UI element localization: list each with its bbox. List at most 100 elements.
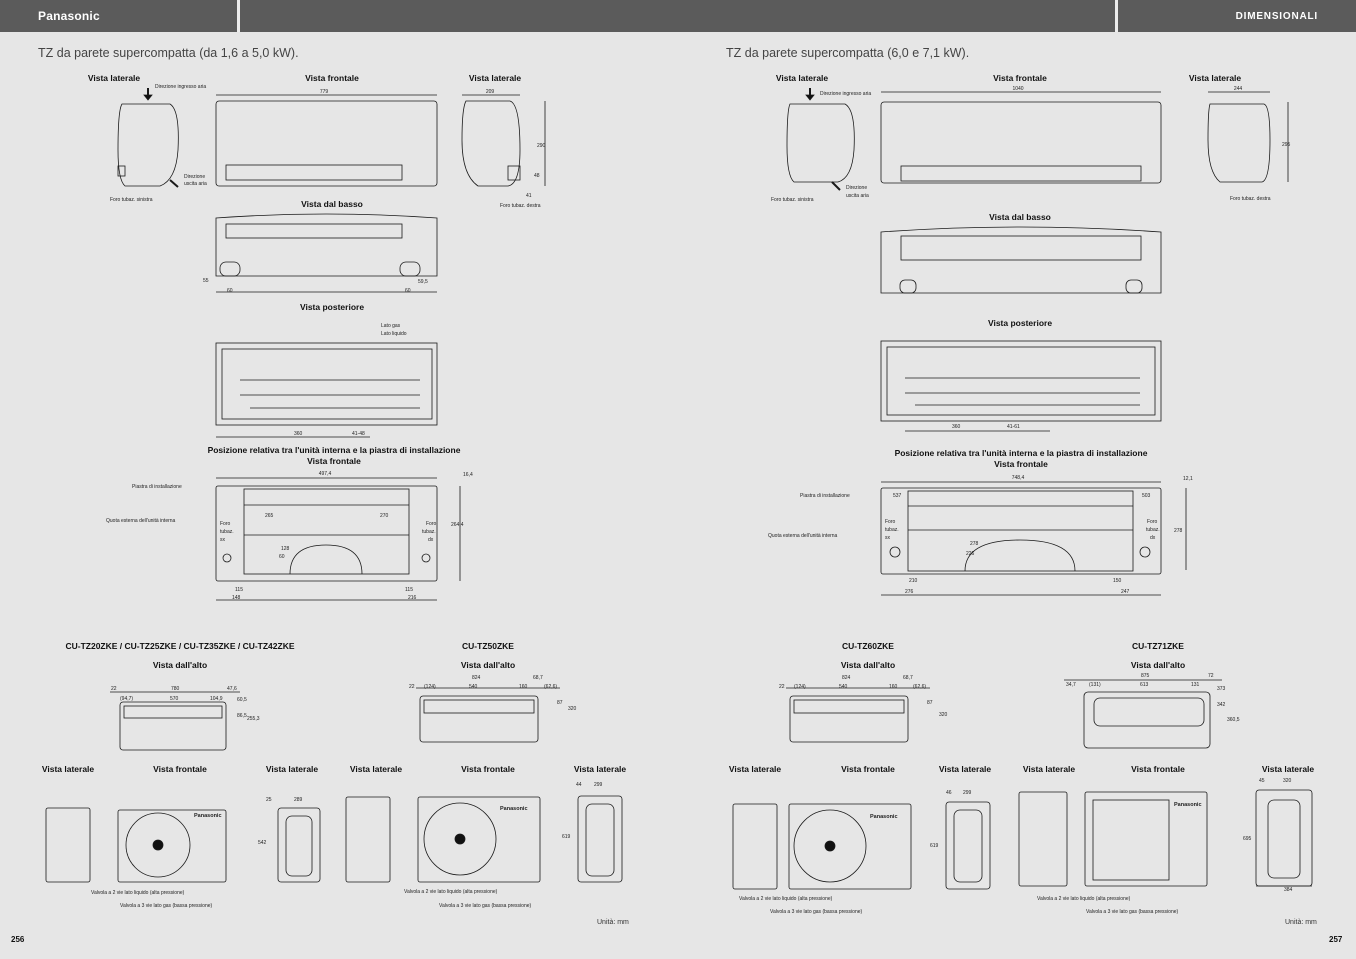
air-in-note: Direzione ingresso aria (820, 91, 872, 97)
dimension: 244 (1233, 86, 1243, 92)
dimension: 41 (526, 193, 532, 199)
valve-note: Valvola a 2 vie lato liquido (alta press… (91, 890, 185, 896)
outdoor-top-view (110, 691, 240, 751)
dimension: (62,6) (544, 684, 558, 690)
dimension: 68,7 (533, 675, 543, 681)
dimension: 87 (927, 700, 933, 706)
gas-note: Lato gas (381, 323, 401, 329)
outdoor-top-view (786, 687, 930, 743)
model-label: CU-TZ71ZKE (1132, 641, 1184, 651)
air-out-note: uscita aria (184, 181, 207, 187)
view-label: Vista dall'alto (1130, 660, 1186, 670)
hole-note: tubaz. (422, 529, 436, 535)
dimension: 131 (1191, 682, 1200, 688)
installation-plate (215, 477, 461, 601)
dimension: 619 (930, 843, 939, 849)
dimension: 115 (405, 587, 413, 593)
view-label: Vista laterale (41, 764, 95, 774)
liquid-note: Lato liquido (381, 331, 407, 337)
view-label: Vista posteriore (299, 302, 365, 312)
indoor-front-view (215, 94, 438, 187)
dimension: (124) (794, 684, 806, 690)
indoor-bottom-view (880, 226, 1162, 294)
air-out-note: Direzione (184, 174, 206, 180)
outdoor-views (732, 801, 991, 890)
unit-brand: Panasonic (1174, 802, 1202, 808)
air-out-note: Direzione (846, 185, 868, 191)
dimension: 299 (594, 782, 603, 788)
view-label: Vista laterale (728, 764, 782, 774)
indoor-rear-view (215, 342, 438, 438)
valve-note: Valvola a 3 vie lato gas (bassa pression… (770, 909, 863, 915)
pipe-note: Foro tubaz. sinistra (110, 197, 153, 203)
dimension: 45 (1259, 778, 1265, 784)
dimension: 342 (1217, 702, 1226, 708)
unit-brand: Panasonic (194, 813, 222, 819)
dimension: 86,5 (237, 713, 247, 719)
dimension: 276 (905, 589, 914, 595)
outdoor-views (1018, 789, 1313, 887)
dimension: 72 (1208, 673, 1214, 679)
hole-note: Foro (220, 521, 231, 527)
dimension: 875 (1141, 673, 1150, 679)
dimension: 264,4 (451, 522, 464, 528)
dimension: (124) (424, 684, 436, 690)
dimension: 104,9 (210, 696, 223, 702)
dimension: 60 (405, 288, 411, 294)
view-label: Vista laterale (265, 764, 319, 774)
dimension: 216 (408, 595, 417, 601)
model-label: CU-TZ50ZKE (462, 641, 514, 651)
dimension: 537 (893, 493, 902, 499)
dimension: 360 (952, 424, 961, 430)
dimension: 373 (1217, 686, 1226, 692)
valve-note: Valvola a 3 vie lato gas (bassa pression… (1086, 909, 1179, 915)
outdoor-top-view (1064, 679, 1222, 749)
dimension: 46 (946, 790, 952, 796)
view-label: Posizione relativa tra l'unità interna e… (207, 445, 461, 455)
outdoor-views (45, 807, 321, 883)
dimension: 12,1 (1183, 476, 1193, 482)
dimension: 1040 (1012, 86, 1024, 92)
dimension: 503 (1142, 493, 1151, 499)
view-label: Vista frontale (1131, 764, 1185, 774)
dimension: 128 (281, 546, 290, 552)
hole-note: Foro (885, 519, 896, 525)
installation-plate (880, 481, 1187, 596)
view-label: Vista frontale (153, 764, 207, 774)
dimension: 60 (279, 554, 285, 560)
view-label: Vista laterale (87, 73, 141, 83)
dimension: (94,7) (120, 696, 134, 702)
dimension: 150 (1113, 578, 1122, 584)
valve-note: Valvola a 2 vie lato liquido (alta press… (739, 896, 833, 902)
dimension: 360,5 (1227, 717, 1240, 723)
hole-note: sx (885, 535, 890, 541)
unit-brand: Panasonic (500, 806, 528, 812)
dimension: 278 (970, 541, 979, 547)
hole-note: dx (428, 537, 434, 543)
view-label: Vista frontale (841, 764, 895, 774)
dimension: 44 (576, 782, 582, 788)
dimension: 55 (203, 278, 209, 284)
view-label: Vista laterale (1188, 73, 1242, 83)
dimension: 22 (779, 684, 785, 690)
pipe-note: Foro tubaz. destra (500, 203, 541, 209)
outer-note: Quota esterna dell'unità interna (106, 518, 176, 524)
page-number: 257 (1329, 935, 1343, 944)
plate-note: Piastra di installazione (132, 484, 182, 490)
dimension: 160 (889, 684, 898, 690)
indoor-side-view (786, 88, 855, 191)
dimension: 226 (966, 551, 975, 557)
view-label: Vista dall'alto (840, 660, 896, 670)
model-label: CU-TZ60ZKE (842, 641, 894, 651)
dimension: 748,4 (1011, 475, 1025, 481)
valve-note: Valvola a 3 vie lato gas (bassa pression… (120, 903, 213, 909)
outdoor-views (345, 795, 623, 883)
dimension: 41-61 (1007, 424, 1020, 430)
hole-note: Foro (426, 521, 437, 527)
dimension: 25 (266, 797, 272, 803)
dimension: 824 (842, 675, 851, 681)
dimension: 270 (380, 513, 389, 519)
indoor-side-view (1207, 91, 1289, 183)
view-label: Vista laterale (775, 73, 829, 83)
